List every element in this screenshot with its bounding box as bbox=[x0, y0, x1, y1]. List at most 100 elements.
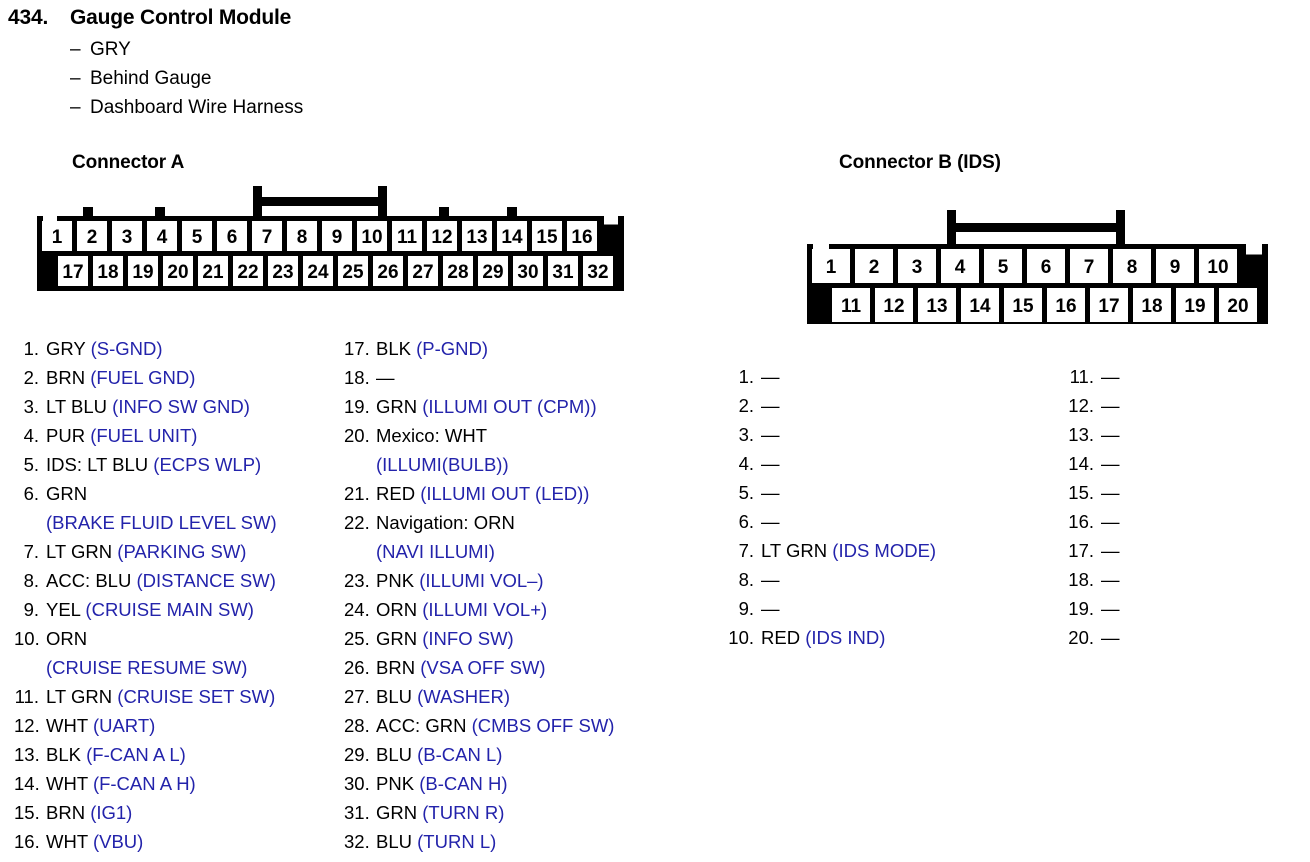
pin-cell-bottom bbox=[443, 256, 473, 286]
pin-description: WHT (VBU) bbox=[46, 827, 344, 856]
pin-cell-label: 5 bbox=[998, 257, 1009, 278]
pin-description-line: RED (ILLUMI OUT (LED)) bbox=[376, 479, 674, 508]
pin-number: 11. bbox=[14, 686, 39, 707]
wire-color: LT GRN bbox=[46, 686, 118, 707]
pin-description-line: — bbox=[761, 420, 1062, 449]
pin-number: 20. bbox=[1068, 627, 1094, 648]
shell-alignment-tab bbox=[507, 207, 517, 218]
pin-description: — bbox=[1101, 507, 1292, 536]
pin-number: 14. bbox=[1068, 453, 1094, 474]
pin-cell-top bbox=[1199, 249, 1237, 283]
pin-description-line: BRN (FUEL GND) bbox=[46, 363, 344, 392]
pin-cell-label: 1 bbox=[52, 227, 63, 248]
pin-number: 28. bbox=[344, 715, 370, 736]
pin-entry: 1.— bbox=[722, 362, 1062, 391]
pin-description-line: (ILLUMI(BULB)) bbox=[376, 450, 674, 479]
pin-cell-bottom bbox=[1176, 288, 1214, 322]
pin-description: GRY (S-GND) bbox=[46, 334, 344, 363]
wire-color: IDS: LT BLU bbox=[46, 454, 154, 475]
pin-number: 21. bbox=[344, 483, 370, 504]
pin-description-line: BRN (VSA OFF SW) bbox=[376, 653, 674, 682]
pin-description: — bbox=[1101, 594, 1292, 623]
wire-color: BRN bbox=[376, 657, 421, 678]
pin-number: 8. bbox=[738, 569, 754, 590]
pin-entry: 5.IDS: LT BLU (ECPS WLP) bbox=[14, 450, 344, 479]
pin-entry: 4.PUR (FUEL UNIT) bbox=[14, 421, 344, 450]
pin-description-line: BRN (IG1) bbox=[46, 798, 344, 827]
pin-number: 18. bbox=[1068, 569, 1094, 590]
pin-cell-label: 17 bbox=[1098, 296, 1119, 317]
pin-description-line: ACC: GRN (CMBS OFF SW) bbox=[376, 711, 674, 740]
wire-color: Mexico: WHT bbox=[376, 425, 487, 446]
pin-description-line: ACC: BLU (DISTANCE SW) bbox=[46, 566, 344, 595]
pin-description-line: — bbox=[1101, 391, 1292, 420]
pin-description-line: BLU (WASHER) bbox=[376, 682, 674, 711]
pin-cell-label: 1 bbox=[826, 257, 837, 278]
pin-description-line: — bbox=[1101, 507, 1292, 536]
pin-description-line: — bbox=[761, 565, 1062, 594]
wire-color: ORN bbox=[46, 628, 88, 649]
pin-description-line: LT GRN (CRUISE SET SW) bbox=[46, 682, 344, 711]
pin-cell-label: 13 bbox=[926, 296, 947, 317]
pin-cell-label: 22 bbox=[237, 262, 258, 283]
pin-cell-label: 26 bbox=[377, 262, 398, 283]
pin-entry: 31.GRN (TURN R) bbox=[344, 798, 674, 827]
signal-name: (CRUISE SET SW) bbox=[117, 686, 276, 707]
pin-description-line: (NAVI ILLUMI) bbox=[376, 537, 674, 566]
pin-description: BRN (VSA OFF SW) bbox=[376, 653, 674, 682]
pin-cell-bottom bbox=[303, 256, 333, 286]
shell-notch-top-left bbox=[813, 243, 829, 255]
pin-cell-bottom bbox=[58, 256, 88, 286]
header-subitem-label: Dashboard Wire Harness bbox=[90, 97, 304, 118]
pin-cell-label: 24 bbox=[307, 262, 329, 283]
pin-entry: 5.— bbox=[722, 478, 1062, 507]
pin-entry: 6.— bbox=[722, 507, 1062, 536]
pin-description-line: WHT (F-CAN A H) bbox=[46, 769, 344, 798]
pin-description: LT GRN (IDS MODE) bbox=[761, 536, 1062, 565]
pin-cell-top bbox=[147, 221, 177, 251]
pin-description-line: LT GRN (PARKING SW) bbox=[46, 537, 344, 566]
pin-cell-label: 23 bbox=[272, 262, 293, 283]
pin-description: — bbox=[1101, 623, 1292, 652]
pin-description-line: — bbox=[376, 363, 674, 392]
signal-name: (IG1) bbox=[90, 802, 133, 823]
pin-cell-label: 31 bbox=[552, 262, 574, 283]
pin-description-line: — bbox=[1101, 594, 1292, 623]
pin-cell-label: 32 bbox=[587, 262, 608, 283]
pin-description-line: — bbox=[1101, 536, 1292, 565]
pin-number: 16. bbox=[14, 831, 40, 852]
pin-description: WHT (UART) bbox=[46, 711, 344, 740]
wire-color: LT BLU bbox=[46, 396, 113, 417]
pin-number: 27. bbox=[344, 686, 370, 707]
pin-description-line: PNK (ILLUMI VOL–) bbox=[376, 566, 674, 595]
pin-description-line: — bbox=[761, 449, 1062, 478]
pin-description: ORN (ILLUMI VOL+) bbox=[376, 595, 674, 624]
pin-description-line: — bbox=[761, 362, 1062, 391]
pin-description-line: PUR (FUEL UNIT) bbox=[46, 421, 344, 450]
pin-cell-bottom bbox=[128, 256, 158, 286]
wire-color: YEL bbox=[46, 599, 86, 620]
pin-cell-bottom bbox=[513, 256, 543, 286]
pin-description-line: GRN (INFO SW) bbox=[376, 624, 674, 653]
signal-name: (TURN R) bbox=[422, 802, 505, 823]
pin-cell-label: 11 bbox=[397, 227, 418, 248]
pin-entry: 18.— bbox=[344, 363, 674, 392]
signal-name: (CMBS OFF SW) bbox=[471, 715, 615, 736]
signal-name: (IDS IND) bbox=[805, 627, 886, 648]
pin-cell-bottom bbox=[1219, 288, 1257, 322]
pin-entry: 18.— bbox=[1062, 565, 1292, 594]
signal-name: (P-GND) bbox=[416, 338, 489, 359]
pin-cell-label: 15 bbox=[1012, 296, 1034, 317]
pin-cell-label: 16 bbox=[1055, 296, 1076, 317]
wire-color: BLK bbox=[376, 338, 417, 359]
pin-description: GRN (TURN R) bbox=[376, 798, 674, 827]
pin-cell-label: 19 bbox=[1184, 296, 1205, 317]
shell-notch-top-left bbox=[43, 215, 57, 225]
signal-name: (S-GND) bbox=[90, 338, 163, 359]
pin-description: — bbox=[1101, 478, 1292, 507]
pin-cell-bottom bbox=[1090, 288, 1128, 322]
pin-cell-top bbox=[1113, 249, 1151, 283]
signal-name: (ILLUMI OUT (LED)) bbox=[420, 483, 590, 504]
pin-entry: 30.PNK (B-CAN H) bbox=[344, 769, 674, 798]
